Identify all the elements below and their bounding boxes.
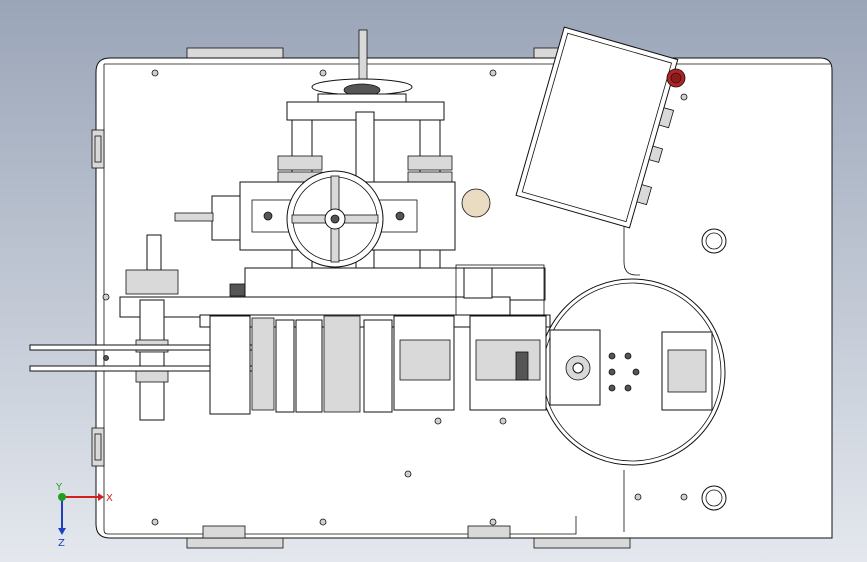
top-handwheel bbox=[311, 29, 413, 103]
coordinate-triad: X Y Z bbox=[55, 482, 113, 549]
ring-ports bbox=[701, 228, 727, 511]
emergency-stop-button bbox=[666, 68, 686, 88]
bottom-hinges bbox=[202, 525, 511, 539]
y-axis-label: Y bbox=[55, 482, 63, 493]
y-axis-dot bbox=[58, 493, 66, 501]
z-arrow-head bbox=[58, 528, 66, 535]
z-axis-label: Z bbox=[58, 538, 65, 549]
roller-cylinders bbox=[209, 315, 547, 415]
left-hinges bbox=[91, 129, 105, 467]
right-housing bbox=[455, 264, 545, 316]
x-axis-label: X bbox=[106, 493, 113, 504]
left-spindle bbox=[125, 234, 179, 421]
control-box bbox=[515, 26, 679, 229]
round-window bbox=[461, 188, 491, 218]
plate-bolt-holes bbox=[102, 69, 688, 526]
rotary-table bbox=[538, 278, 726, 466]
front-handwheel bbox=[286, 170, 384, 268]
x-arrow-head bbox=[98, 493, 104, 501]
